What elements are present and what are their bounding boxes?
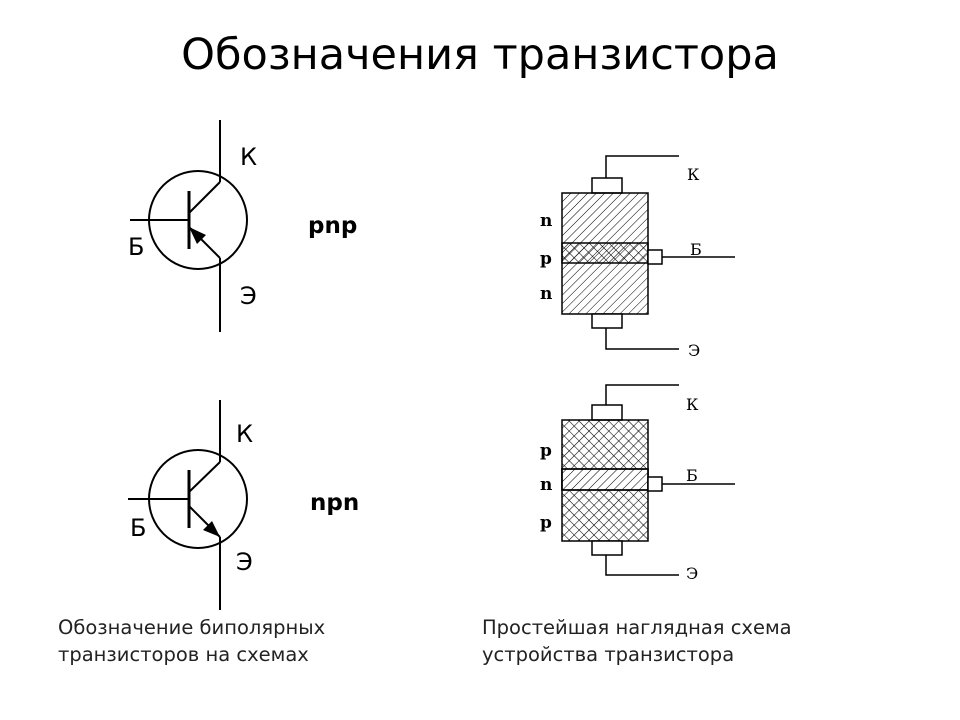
npn-collector-line <box>188 461 221 493</box>
npn-struct-emitter-wire <box>605 328 679 350</box>
right-caption-line-1: Простейшая наглядная схема <box>482 616 792 639</box>
npn-struct-emitter-contact <box>591 313 623 329</box>
npn-struct-base-contact <box>647 249 663 265</box>
pnp-struct-emitter-wire <box>605 555 679 576</box>
pnp-struct-collector-wire <box>605 384 679 405</box>
npn-base-label: Б <box>130 514 146 542</box>
npn-struct-emitter-label: Э <box>688 341 700 360</box>
npn-layer-2: p <box>540 249 552 269</box>
left-caption-line-1: Обозначение биполярных <box>58 616 326 639</box>
right-caption: Простейшая наглядная схема устройства тр… <box>482 614 792 668</box>
pnp-struct-collector-contact <box>591 404 623 421</box>
pnp-symbol: К Б Э pnp <box>128 120 357 332</box>
pnp-layer-1: p <box>540 441 552 461</box>
pnp-emitter-label: Э <box>240 282 257 310</box>
npn-struct-base-layer <box>561 242 649 264</box>
npn-collector-label: К <box>236 420 253 448</box>
pnp-emitter-arrow <box>189 227 206 244</box>
right-caption-line-2: устройства транзистора <box>482 643 735 666</box>
npn-struct-collector-wire <box>605 155 679 178</box>
pnp-struct-emitter-contact <box>591 540 623 556</box>
npn-type-label: npn <box>310 490 359 516</box>
pnp-base-label: Б <box>128 233 144 261</box>
pnp-struct-base-label: Б <box>686 466 698 485</box>
pnp-struct-collector-label: К <box>686 395 699 414</box>
npn-struct-base-label: Б <box>690 240 702 259</box>
pnp-struct-base-layer <box>561 468 649 491</box>
left-caption: Обозначение биполярных транзисторов на с… <box>58 614 325 668</box>
npn-struct-collector-contact <box>591 177 623 194</box>
npn-layer-1: n <box>540 211 552 231</box>
pnp-layer-3: p <box>540 513 552 533</box>
pnp-struct-emitter-label: Э <box>686 564 698 583</box>
pnp-struct-base-contact <box>647 476 663 492</box>
npn-layer-3: n <box>540 284 552 304</box>
left-caption-line-2: транзисторов на схемах <box>58 643 309 666</box>
page-title: Обозначения транзистора <box>181 30 779 80</box>
npn-struct-collector-label: К <box>687 165 700 184</box>
pnp-collector-line <box>188 181 221 214</box>
pnp-type-label: pnp <box>308 213 357 239</box>
pnp-layer-structure: p n p К Б Э <box>540 384 735 583</box>
npn-layer-structure: n p n К Б Э <box>540 155 735 360</box>
npn-emitter-label: Э <box>236 548 253 576</box>
npn-emitter-arrow <box>203 521 220 537</box>
npn-symbol: К Б Э npn <box>128 400 359 610</box>
pnp-collector-label: К <box>240 143 257 171</box>
pnp-layer-2: n <box>540 475 552 495</box>
